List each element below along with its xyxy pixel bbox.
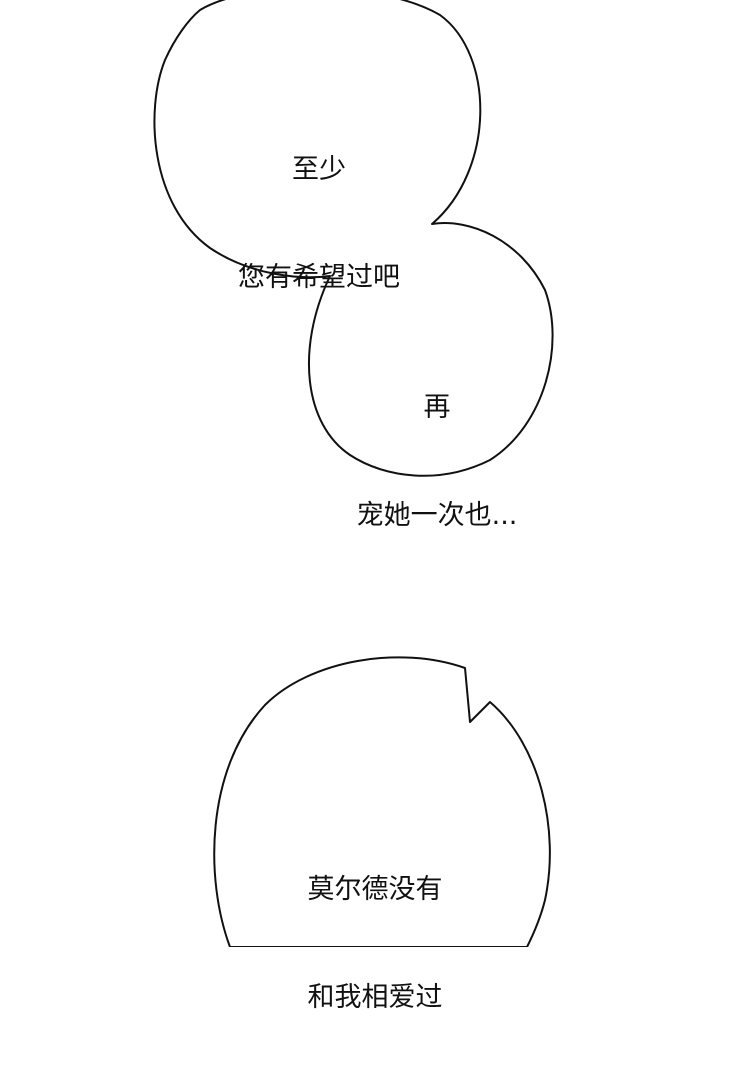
dialogue-line: 和我相爱过 [307,982,443,1013]
speech-bubble-text-2: 再 宠她一次也... [332,318,542,606]
dialogue-line: 再 [423,392,451,423]
comic-panel: 至少 您有希望过吧 再 宠她一次也... 莫尔德没有 和我相爱过 [153,0,554,1013]
speech-bubble-layer [153,0,554,947]
speech-bubble-lower [213,656,551,947]
dialogue-line: 至少 [292,154,346,185]
speech-bubble-text-1: 至少 您有希望过吧 [214,80,424,368]
dialogue-line: 您有希望过吧 [238,262,400,293]
dialogue-line: 宠她一次也... [356,500,518,531]
speech-bubble-text-3: 莫尔德没有 和我相爱过 [270,800,480,1088]
speech-bubble-upper-pair [153,0,554,477]
dialogue-line: 莫尔德没有 [307,874,443,905]
